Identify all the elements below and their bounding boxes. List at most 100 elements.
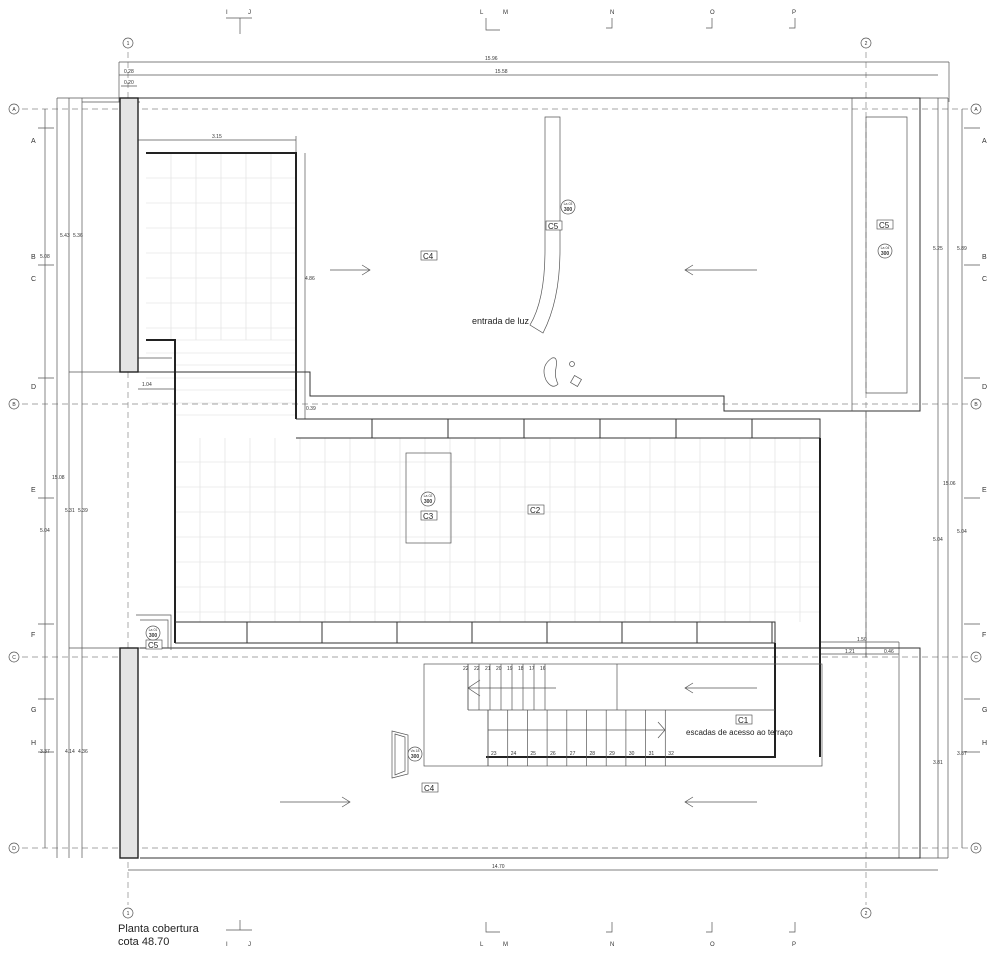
svg-text:C: C xyxy=(974,655,978,661)
svg-text:D: D xyxy=(31,384,36,391)
svg-text:0.39: 0.39 xyxy=(306,406,316,412)
column-bubble-1-bottom: 1 xyxy=(122,907,134,919)
section-marks: I J L M N O P I J L M N O P xyxy=(226,10,796,948)
svg-text:5.04: 5.04 xyxy=(957,529,967,535)
svg-text:0.46: 0.46 xyxy=(884,649,894,655)
svg-text:L: L xyxy=(480,10,484,16)
stair-step-number: 20 xyxy=(496,666,502,672)
arrow-right-icon xyxy=(330,264,371,276)
zone-c3: C3 xyxy=(423,512,434,521)
zone-c2: C2 xyxy=(530,506,541,515)
svg-text:La 03: La 03 xyxy=(564,202,573,206)
stair-step-number: 17 xyxy=(529,666,535,672)
svg-text:N: N xyxy=(610,10,614,16)
svg-text:A: A xyxy=(982,138,987,145)
row-bubbles: A B C D A B C D xyxy=(8,103,982,854)
column-bubble-2-top: 2 xyxy=(860,37,872,49)
zone-c1: C1 xyxy=(738,716,749,725)
terrace-edge xyxy=(146,152,821,758)
arrow-right-icon xyxy=(280,796,351,808)
svg-text:I: I xyxy=(226,10,228,16)
svg-text:1: 1 xyxy=(127,911,130,917)
stair-step-number: 31 xyxy=(649,751,655,757)
svg-text:14.70: 14.70 xyxy=(492,864,505,870)
stair-step-number: 16 xyxy=(540,666,546,672)
svg-text:1.50: 1.50 xyxy=(857,637,867,643)
svg-text:1.21: 1.21 xyxy=(845,649,855,655)
dimension-lines: 15.96 15.58 0.28 0.20 3.15 4.86 1.04 0.3… xyxy=(40,56,967,871)
svg-text:15.06: 15.06 xyxy=(943,481,956,487)
svg-text:J: J xyxy=(248,942,251,948)
svg-text:D: D xyxy=(982,384,987,391)
svg-text:300: 300 xyxy=(881,251,890,257)
svg-text:3.37: 3.37 xyxy=(40,749,50,755)
svg-text:5.89: 5.89 xyxy=(957,246,967,252)
svg-text:4.86: 4.86 xyxy=(305,276,315,282)
svg-text:C: C xyxy=(31,276,36,283)
svg-text:5.25: 5.25 xyxy=(933,246,943,252)
svg-text:I: I xyxy=(226,942,228,948)
svg-text:O: O xyxy=(710,942,715,948)
slope-arrows xyxy=(280,264,757,808)
stair-step-number: 22 xyxy=(463,666,469,672)
stair-step-number: 24 xyxy=(511,751,517,757)
svg-text:M: M xyxy=(503,10,508,16)
svg-text:300: 300 xyxy=(149,633,158,639)
svg-text:0.20: 0.20 xyxy=(124,80,134,86)
svg-text:4.14: 4.14 xyxy=(65,749,75,755)
svg-text:P: P xyxy=(792,942,796,948)
svg-text:5.43: 5.43 xyxy=(60,233,70,239)
svg-text:5.36: 5.36 xyxy=(73,233,83,239)
svg-text:A: A xyxy=(31,138,36,145)
svg-text:E: E xyxy=(31,487,36,494)
skylight-label: entrada de luz xyxy=(472,316,530,326)
stair-step-number: 26 xyxy=(550,751,556,757)
svg-text:5.08: 5.08 xyxy=(40,254,50,260)
arrow-left-icon xyxy=(684,682,757,694)
svg-text:2: 2 xyxy=(865,911,868,917)
svg-text:F: F xyxy=(31,632,35,639)
zone-tags: C4 C5 C5 C2 C3 C1 C4 C5 xyxy=(145,219,894,793)
svg-text:B: B xyxy=(31,254,36,261)
row-bubble-a-left: A xyxy=(8,103,20,115)
svg-text:5.39: 5.39 xyxy=(78,508,88,514)
skylight-entrada-de-luz xyxy=(529,116,582,387)
stair-step-number: 23 xyxy=(491,751,497,757)
c3-block xyxy=(405,452,452,544)
svg-text:D: D xyxy=(974,846,978,852)
row-bubble-d-right: D xyxy=(970,842,982,854)
svg-text:H: H xyxy=(31,740,36,747)
row-bubble-a-right: A xyxy=(970,103,982,115)
svg-text:2: 2 xyxy=(865,41,868,47)
svg-text:La 02: La 02 xyxy=(424,494,433,498)
svg-text:N: N xyxy=(610,942,614,948)
svg-text:L: L xyxy=(480,942,484,948)
arrow-left-icon xyxy=(684,264,757,276)
zone-c5-left: C5 xyxy=(148,641,159,650)
svg-text:J: J xyxy=(248,10,251,16)
stair-step-number: 32 xyxy=(668,751,674,757)
svg-text:H: H xyxy=(982,740,987,747)
svg-text:E: E xyxy=(982,487,987,494)
zone-c5-right: C5 xyxy=(879,221,890,230)
svg-text:15.96: 15.96 xyxy=(485,56,498,62)
svg-text:B: B xyxy=(12,402,16,408)
concrete-wall-upper xyxy=(119,97,139,373)
svg-text:G: G xyxy=(31,707,36,714)
stair-step-number: 21 xyxy=(485,666,491,672)
zone-c4-bottom: C4 xyxy=(424,784,435,793)
zone-c4-top: C4 xyxy=(423,252,434,261)
svg-text:M: M xyxy=(503,942,508,948)
row-bubble-d-left: D xyxy=(8,842,20,854)
svg-text:15.08: 15.08 xyxy=(52,475,65,481)
svg-text:3.87: 3.87 xyxy=(957,751,967,757)
svg-text:C: C xyxy=(12,655,16,661)
stair-step-number: 18 xyxy=(518,666,524,672)
svg-text:B: B xyxy=(982,254,987,261)
column-bubble-2-bottom: 2 xyxy=(860,907,872,919)
